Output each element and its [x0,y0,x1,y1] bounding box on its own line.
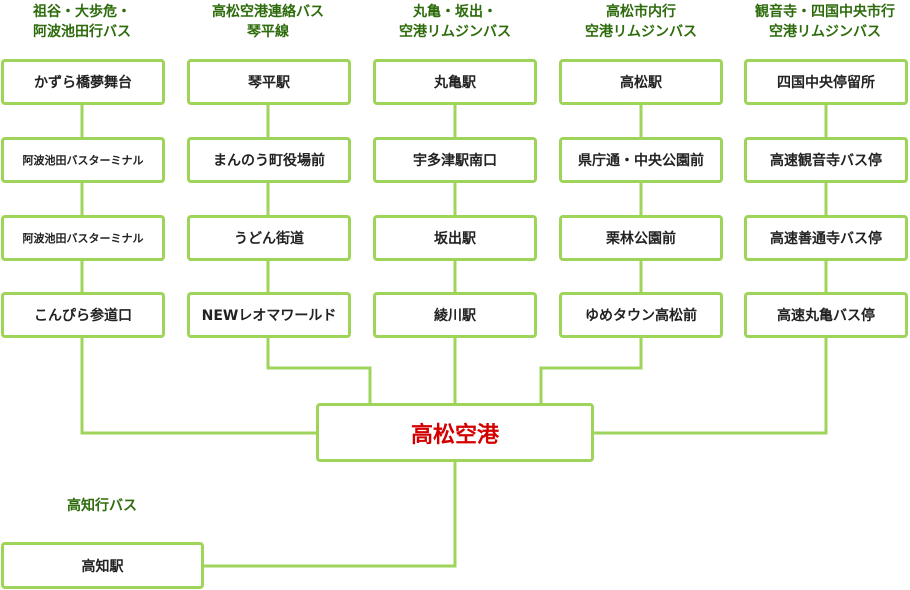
route-2-title-line1: 高松空港連絡バス [212,4,324,20]
route-5-title-line2: 空港リムジンバス [769,24,881,40]
route-4-stop-1: 高松駅 [559,59,723,105]
route-3-stop-1: 丸亀駅 [373,59,537,105]
route-3-title-line2: 空港リムジンバス [399,24,511,40]
route-3-title: 丸亀・坂出・ 空港リムジンバス [365,2,545,42]
route-1-stop-1: かずら橋夢舞台 [1,59,165,105]
route-3-stop-2: 宇多津駅南口 [373,137,537,183]
route-3-title-line1: 丸亀・坂出・ [413,4,497,20]
route-5-title: 観音寺・四国中央市行 空港リムジンバス [730,2,910,42]
route-5-title-line1: 観音寺・四国中央市行 [755,4,895,20]
route-2-title: 高松空港連絡バス 琴平線 [178,2,358,42]
kochi-route-title: 高知行バス [67,498,137,514]
airport-box: 高松空港 [316,403,594,462]
route-1-title: 祖谷・大歩危・ 阿波池田行バス [0,2,172,42]
route-3-stop-4: 綾川駅 [373,292,537,338]
route-5-stop-3: 高速善通寺バス停 [744,215,908,261]
route-1-stop-2: 阿波池田バスターミナル [1,137,165,183]
route-1-title-line2: 阿波池田行バス [33,24,131,40]
route-4-title: 高松市内行 空港リムジンバス [551,2,731,42]
route-4-stop-3: 栗林公園前 [559,215,723,261]
route-1-stop-3: 阿波池田バスターミナル [1,215,165,261]
route-4-title-line1: 高松市内行 [606,4,676,20]
route-2-stop-4: NEWレオマワールド [187,292,351,338]
kochi-stop: 高知駅 [1,542,204,589]
route-4-stop-2: 県庁通・中央公園前 [559,137,723,183]
route-5-stop-4: 高速丸亀バス停 [744,292,908,338]
route-1-stop-4: こんぴら参道口 [1,292,165,338]
route-4-stop-4: ゆめタウン高松前 [559,292,723,338]
route-2-stop-3: うどん街道 [187,215,351,261]
route-2-title-line2: 琴平線 [247,24,289,40]
route-5-stop-1: 四国中央停留所 [744,59,908,105]
route-4-title-line2: 空港リムジンバス [585,24,697,40]
route-5-stop-2: 高速観音寺バス停 [744,137,908,183]
route-1-title-line1: 祖谷・大歩危・ [33,4,131,20]
route-2-stop-1: 琴平駅 [187,59,351,105]
route-3-stop-3: 坂出駅 [373,215,537,261]
route-2-stop-2: まんのう町役場前 [187,137,351,183]
